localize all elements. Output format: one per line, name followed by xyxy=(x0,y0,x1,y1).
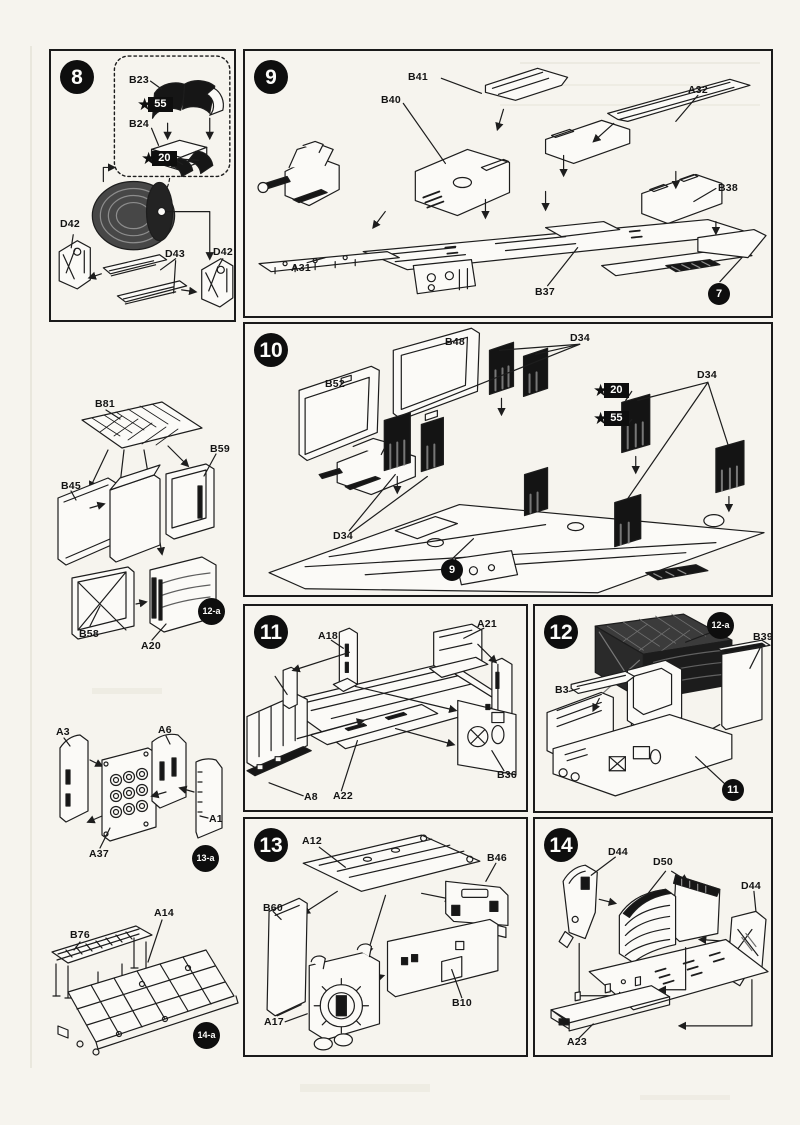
part-label-b48: B48 xyxy=(445,336,465,348)
part-label-d34: D34 xyxy=(697,369,717,381)
subassembly-badge: 14-a xyxy=(193,1022,220,1049)
star-badge: ★ 20 xyxy=(141,150,177,167)
ghost-bleedthrough xyxy=(30,46,32,1068)
part-label-b45: B45 xyxy=(61,480,81,492)
subassembly-13a-illustration xyxy=(59,733,223,849)
part-label-b41: B41 xyxy=(408,71,428,83)
step-11-illustration xyxy=(246,623,517,797)
star-badge-number: 55 xyxy=(604,411,629,426)
step-8-panel: 8 B23 ★ 55 B24 ★ 20 D42 D43 D42 xyxy=(49,49,236,322)
subassembly-12a-group: B81 B59 B45 B58 A20 12-a xyxy=(48,388,238,656)
part-label-a6: A6 xyxy=(158,724,172,736)
ghost-bleedthrough xyxy=(545,84,745,86)
part-label-b3: B3 xyxy=(555,684,569,696)
step-9-illustration xyxy=(257,67,767,295)
part-label-b59: B59 xyxy=(210,443,230,455)
part-label-a31: A31 xyxy=(291,262,311,274)
step-14-illustration xyxy=(550,856,769,1039)
step-number-badge: 11 xyxy=(254,615,288,649)
step-13-panel: 13 A12 B46 B60 B10 A17 xyxy=(243,817,528,1057)
step-10-illustration xyxy=(268,327,765,594)
step-14-panel: 14 D44 D50 D44 A23 xyxy=(533,817,773,1057)
part-label-d34: D34 xyxy=(570,332,590,344)
part-label-b36: B36 xyxy=(497,769,517,781)
part-label-a23: A23 xyxy=(567,1036,587,1048)
part-label-b46: B46 xyxy=(487,852,507,864)
part-label-a22: A22 xyxy=(333,790,353,802)
part-label-d34: D34 xyxy=(333,530,353,542)
step-12-illustration xyxy=(546,613,771,797)
part-label-a20: A20 xyxy=(141,640,161,652)
part-label-d43: D43 xyxy=(165,248,185,260)
star-badge: ★ 55 xyxy=(593,410,629,427)
assembly-ref-badge: 7 xyxy=(708,283,730,305)
step-10-panel: 10 B48 D34 B52 ★ 20 ★ 55 D34 D34 9 xyxy=(243,322,773,597)
step-number-badge: 8 xyxy=(60,60,94,94)
subassembly-12a-illustration xyxy=(57,401,217,641)
star-badge: ★ 55 xyxy=(137,96,173,113)
part-label-b58: B58 xyxy=(79,628,99,640)
subassembly-14a-group: B76 A14 14-a xyxy=(38,898,243,1073)
assembly-ref-badge: 9 xyxy=(441,559,463,581)
part-label-b10: B10 xyxy=(452,997,472,1009)
subassembly-badge: 12-a xyxy=(198,598,225,625)
part-label-a12: A12 xyxy=(302,835,322,847)
part-label-b52: B52 xyxy=(325,378,345,390)
subassembly-badge: 12-a xyxy=(707,612,734,639)
step-9-panel: 9 B41 B40 A32 B38 A31 B37 7 xyxy=(243,49,773,318)
ghost-bleedthrough xyxy=(300,1084,430,1092)
step-13-illustration xyxy=(266,834,509,1051)
step-number-badge: 9 xyxy=(254,60,288,94)
star-badge: ★ 20 xyxy=(593,382,629,399)
step-number-badge: 12 xyxy=(544,615,578,649)
ghost-bleedthrough xyxy=(640,1095,730,1100)
star-icon: ★ xyxy=(593,381,609,400)
subassembly-badge: 13-a xyxy=(192,845,219,872)
part-label-d44: D44 xyxy=(608,846,628,858)
step-11-panel: 11 A18 A21 B36 A8 A22 xyxy=(243,604,528,812)
assembly-ref-badge: 11 xyxy=(722,779,744,801)
part-label-b76: B76 xyxy=(70,929,90,941)
part-label-d42: D42 xyxy=(60,218,80,230)
part-label-a18: A18 xyxy=(318,630,338,642)
part-label-b24: B24 xyxy=(129,118,149,130)
part-label-a21: A21 xyxy=(477,618,497,630)
ghost-bleedthrough xyxy=(92,688,162,694)
star-badge-number: 55 xyxy=(148,97,173,112)
step-number-badge: 13 xyxy=(254,828,288,862)
part-label-b23: B23 xyxy=(129,74,149,86)
part-label-b40: B40 xyxy=(381,94,401,106)
star-badge-number: 20 xyxy=(604,383,629,398)
part-label-d50: D50 xyxy=(653,856,673,868)
part-label-a32: A32 xyxy=(688,84,708,96)
star-icon: ★ xyxy=(141,149,157,168)
ghost-bleedthrough xyxy=(520,62,760,64)
part-label-b60: B60 xyxy=(263,902,283,914)
subassembly-14a-illustration xyxy=(51,919,239,1056)
part-label-b37: B37 xyxy=(535,286,555,298)
part-label-a37: A37 xyxy=(89,848,109,860)
part-label-a8: A8 xyxy=(304,791,318,803)
star-badge-number: 20 xyxy=(152,151,177,166)
part-label-a3: A3 xyxy=(56,726,70,738)
part-label-d44: D44 xyxy=(741,880,761,892)
part-label-d42: D42 xyxy=(213,246,233,258)
star-icon: ★ xyxy=(593,409,609,428)
star-icon: ★ xyxy=(137,95,153,114)
step-8-illustration xyxy=(58,55,234,308)
step-number-badge: 10 xyxy=(254,333,288,367)
part-label-b81: B81 xyxy=(95,398,115,410)
subassembly-13a-group: A3 A6 A1 A37 13-a xyxy=(48,718,238,883)
part-label-b38: B38 xyxy=(718,182,738,194)
part-label-a1: A1 xyxy=(209,813,223,825)
part-label-a17: A17 xyxy=(264,1016,284,1028)
part-label-a14: A14 xyxy=(154,907,174,919)
step-12-panel: 12 12-a B39 B3 11 xyxy=(533,604,773,813)
step-number-badge: 14 xyxy=(544,828,578,862)
part-label-b39: B39 xyxy=(753,631,773,643)
ghost-bleedthrough xyxy=(500,104,760,106)
